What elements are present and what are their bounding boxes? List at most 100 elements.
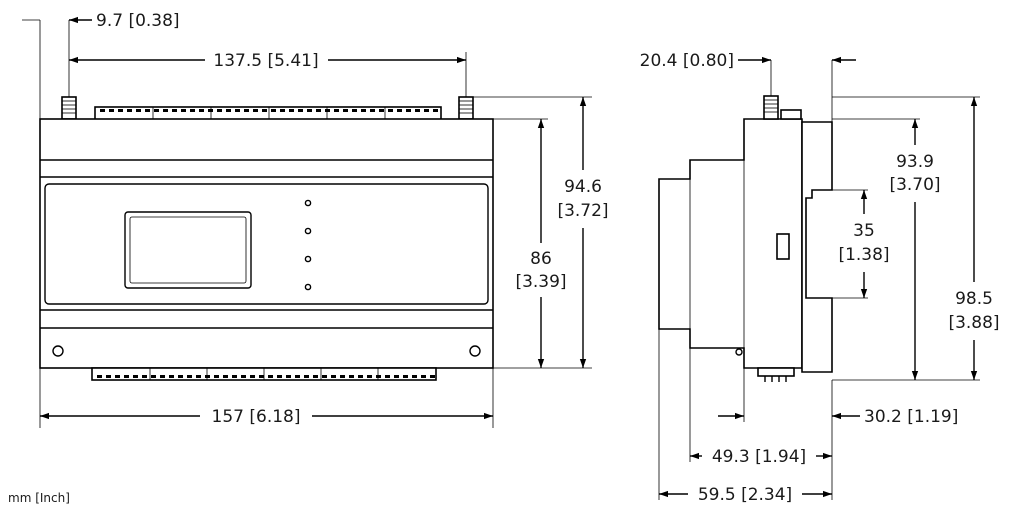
terminal-tooth xyxy=(316,109,321,112)
terminal-tooth xyxy=(172,109,177,112)
terminal-tooth xyxy=(235,109,240,112)
terminal-tooth xyxy=(205,375,210,378)
front-housing xyxy=(39,118,494,369)
bottom-terminal-blocks xyxy=(91,367,437,381)
antenna-connector-left xyxy=(61,96,77,120)
terminal-tooth xyxy=(388,109,393,112)
terminal-tooth xyxy=(421,375,426,378)
release-tab xyxy=(776,233,790,260)
dim-side-rail-in: [1.38] xyxy=(838,245,889,265)
terminal-tooth xyxy=(280,109,285,112)
terminal-tooth xyxy=(298,109,303,112)
terminal-tooth xyxy=(199,109,204,112)
terminal-tooth xyxy=(286,375,291,378)
terminal-tooth xyxy=(118,109,123,112)
terminal-tooth xyxy=(379,109,384,112)
terminal-tooth xyxy=(304,375,309,378)
terminal-tooth xyxy=(181,109,186,112)
terminal-tooth xyxy=(136,109,141,112)
terminal-tooth xyxy=(349,375,354,378)
dim-side-total-height-mm: 98.5 xyxy=(955,289,993,309)
units-note: mm [Inch] xyxy=(8,491,70,505)
terminal-tooth xyxy=(412,375,417,378)
terminal-tooth xyxy=(340,375,345,378)
terminal-tooth xyxy=(352,109,357,112)
terminal-tooth xyxy=(376,375,381,378)
terminal-tooth xyxy=(334,109,339,112)
terminal-tooth xyxy=(361,109,366,112)
terminal-tooth xyxy=(313,375,318,378)
dim-side-depth-a-label: 30.2 [1.19] xyxy=(864,407,958,427)
dim-side-body-height: 93.9 [3.70] xyxy=(889,119,941,380)
terminal-tooth xyxy=(109,109,114,112)
terminal-tooth xyxy=(163,109,168,112)
dim-width-label: 157 [6.18] xyxy=(212,407,301,427)
dim-side-total-height-in: [3.88] xyxy=(948,313,999,333)
side-view: 20.4 [0.80] 93.9 [3.70] 35 [1.38] 98.5 [… xyxy=(640,51,1000,505)
dim-side-depth-a: 30.2 [1.19] xyxy=(718,407,958,427)
dim-side-rail: 35 [1.38] xyxy=(838,190,890,298)
dim-connector-spacing: 137.5 [5.41] xyxy=(69,51,466,71)
terminal-tooth xyxy=(370,109,375,112)
side-antenna-connector xyxy=(763,95,802,120)
terminal-tooth xyxy=(250,375,255,378)
terminal-tooth xyxy=(430,375,435,378)
dim-connector-offset-label: 9.7 [0.38] xyxy=(96,11,180,31)
front-view: 9.7 [0.38] 137.5 [5.41] 157 [6.18] 94.6 … xyxy=(22,11,609,428)
dim-side-rail-mm: 35 xyxy=(853,221,875,241)
dim-side-body-height-mm: 93.9 xyxy=(896,152,934,172)
terminal-tooth xyxy=(433,109,438,112)
dim-height-total-mm: 94.6 xyxy=(564,177,602,197)
dim-height-body-in: [3.39] xyxy=(515,272,566,292)
terminal-tooth xyxy=(394,375,399,378)
terminal-tooth xyxy=(367,375,372,378)
terminal-tooth xyxy=(217,109,222,112)
terminal-tooth xyxy=(115,375,120,378)
terminal-tooth xyxy=(190,109,195,112)
din-rail-clip xyxy=(801,121,833,373)
terminal-tooth xyxy=(325,109,330,112)
dim-connector-offset: 9.7 [0.38] xyxy=(22,11,180,31)
terminal-tooth xyxy=(178,375,183,378)
terminal-tooth xyxy=(187,375,192,378)
terminal-tooth xyxy=(343,109,348,112)
terminal-tooth xyxy=(106,375,111,378)
terminal-tooth xyxy=(154,109,159,112)
dim-width: 157 [6.18] xyxy=(40,407,493,427)
dim-side-depth-b-label: 49.3 [1.94] xyxy=(712,447,806,467)
terminal-tooth xyxy=(289,109,294,112)
dim-height-total-in: [3.72] xyxy=(557,201,608,221)
status-leds xyxy=(304,199,312,291)
dim-side-total-height: 98.5 [3.88] xyxy=(948,97,1000,380)
top-terminal-blocks xyxy=(94,106,442,122)
terminal-tooth xyxy=(322,375,327,378)
terminal-tooth xyxy=(253,109,258,112)
terminal-tooth xyxy=(307,109,312,112)
terminal-tooth xyxy=(169,375,174,378)
terminal-tooth xyxy=(406,109,411,112)
terminal-tooth xyxy=(268,375,273,378)
terminal-tooth xyxy=(385,375,390,378)
terminal-tooth xyxy=(133,375,138,378)
terminal-tooth xyxy=(259,375,264,378)
dim-side-depth-c: 59.5 [2.34] xyxy=(659,485,832,505)
terminal-tooth xyxy=(244,109,249,112)
terminal-tooth xyxy=(160,375,165,378)
dim-side-connector-offset-label: 20.4 [0.80] xyxy=(640,51,734,71)
dim-height-body: 86 [3.39] xyxy=(515,119,567,368)
terminal-tooth xyxy=(241,375,246,378)
dim-side-connector-offset: 20.4 [0.80] xyxy=(640,51,856,71)
terminal-tooth xyxy=(97,375,102,378)
side-extension-lines xyxy=(658,60,980,500)
terminal-tooth xyxy=(151,375,156,378)
antenna-connector-right xyxy=(458,96,474,120)
terminal-tooth xyxy=(415,109,420,112)
dim-height-total: 94.6 [3.72] xyxy=(557,97,609,368)
terminal-tooth xyxy=(277,375,282,378)
terminal-tooth xyxy=(271,109,276,112)
terminal-tooth xyxy=(424,109,429,112)
terminal-tooth xyxy=(358,375,363,378)
terminal-tooth xyxy=(142,375,147,378)
terminal-tooth xyxy=(331,375,336,378)
